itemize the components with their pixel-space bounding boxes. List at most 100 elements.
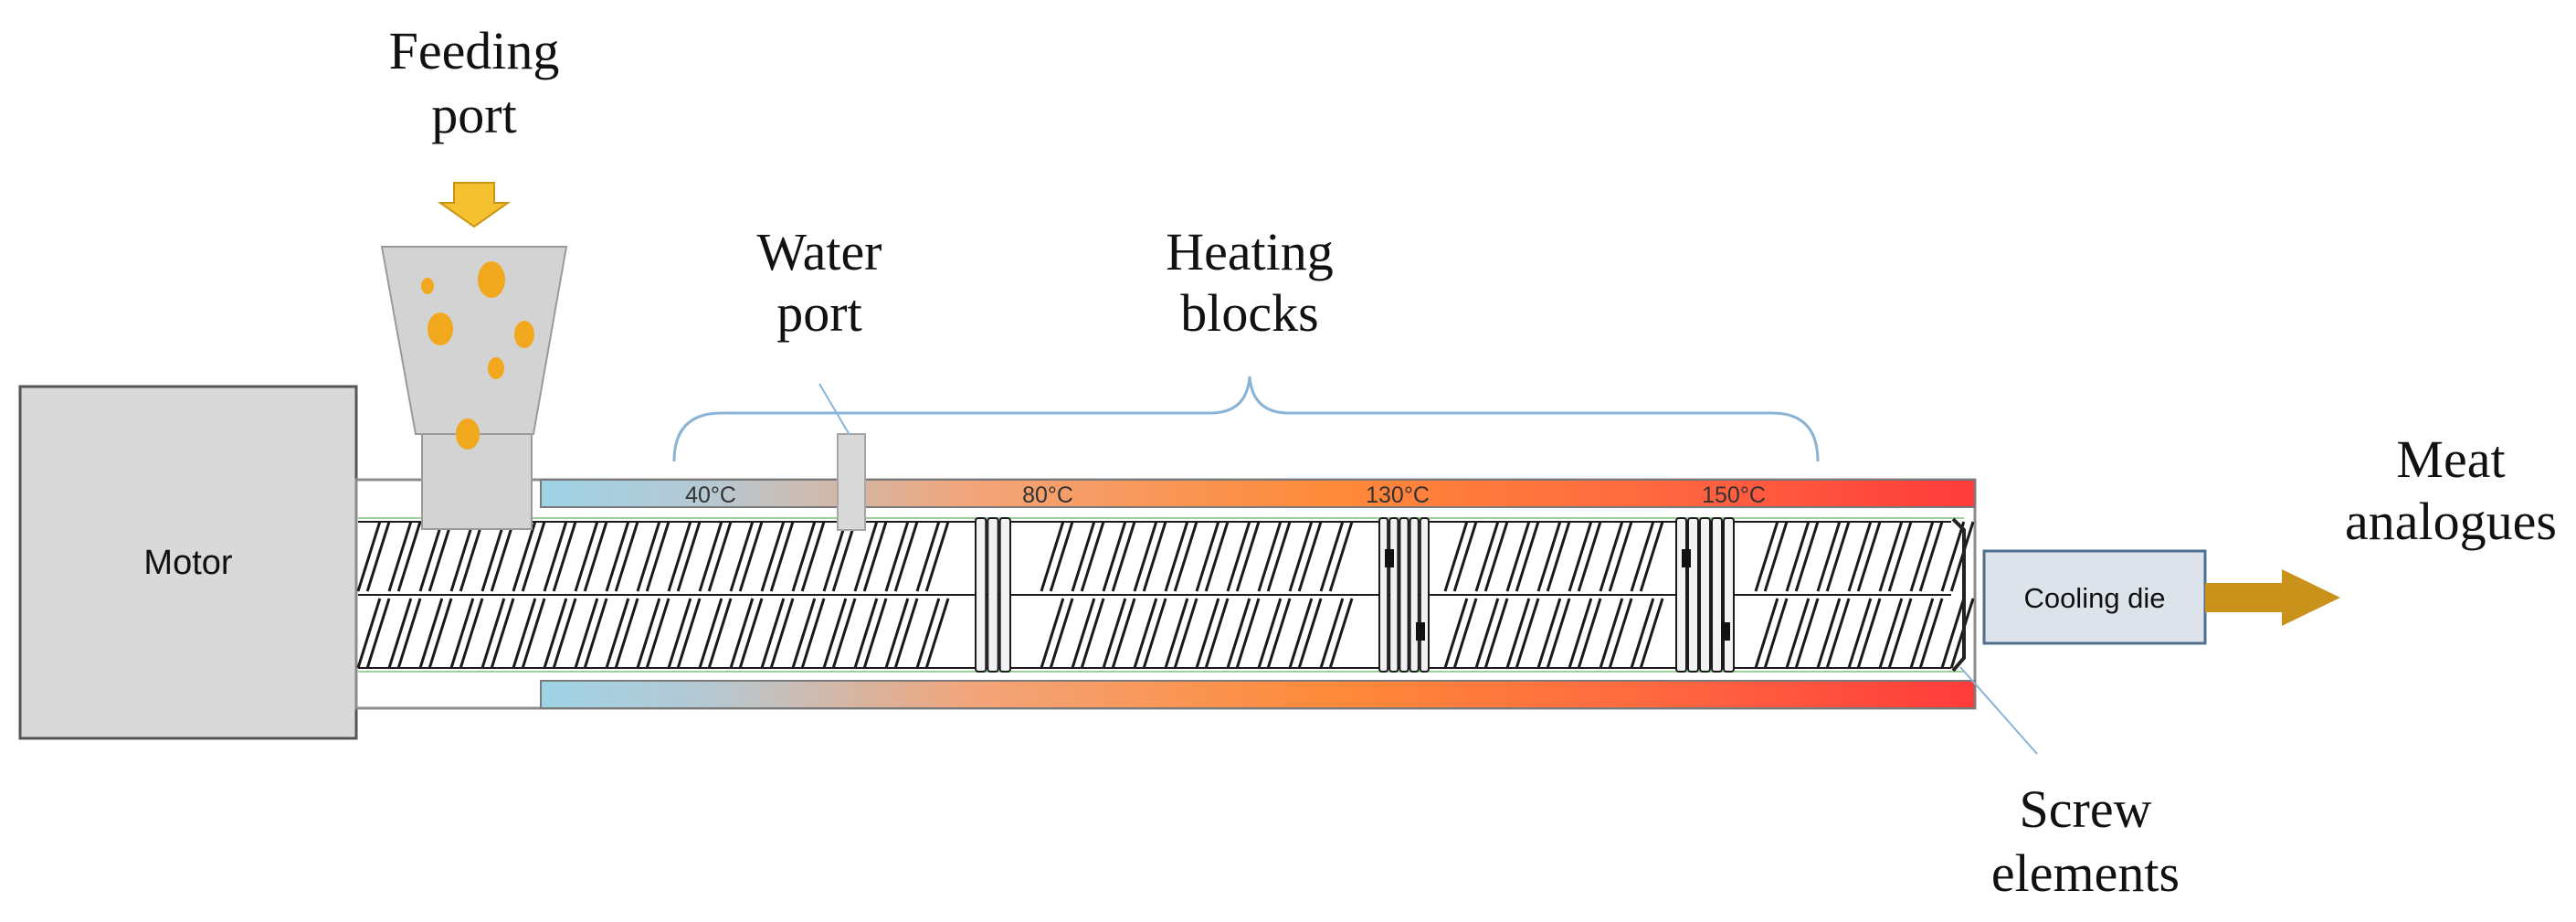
screw-flight: [1102, 598, 1136, 669]
kneading-disc: [998, 517, 1011, 673]
screw-flight: [760, 521, 795, 592]
screw-flight: [1257, 521, 1292, 592]
screw-flight: [729, 521, 764, 592]
kneading-disc: [1409, 517, 1420, 673]
screw-flight: [1474, 521, 1509, 592]
screw-flight: [1847, 521, 1882, 592]
screw-flight: [698, 598, 733, 669]
screw-flight: [543, 521, 577, 592]
screw-flight: [1443, 521, 1478, 592]
screw-flight: [1257, 598, 1292, 669]
screw-flight: [1816, 598, 1851, 669]
kneading-disc: [975, 517, 987, 673]
heating-blocks-bracket: [672, 376, 1820, 462]
screw-flight: [1288, 598, 1323, 669]
screw-flight: [480, 598, 515, 669]
screw-flight: [1040, 521, 1074, 592]
screw-flight: [636, 521, 670, 592]
screw-flight: [1443, 598, 1478, 669]
motor-label: Motor: [143, 544, 232, 582]
screw-flight: [915, 521, 950, 592]
screw-flight: [1133, 598, 1167, 669]
screw-elements-graphic: [356, 517, 1975, 673]
motor: Motor: [18, 385, 358, 740]
screw-flight: [667, 521, 702, 592]
screw-flight: [698, 521, 733, 592]
heating-band-top: [540, 479, 1976, 508]
screw-flight: [1040, 598, 1074, 669]
screw-flight: [418, 598, 453, 669]
screw-flight: [791, 598, 826, 669]
screw-flight: [853, 521, 888, 592]
water-port-label-line2: port: [776, 283, 861, 343]
water-port-label-line1: Water: [756, 222, 882, 281]
screw-flight: [1599, 598, 1633, 669]
screw-flight: [760, 598, 795, 669]
temperature-labels: 40°C 80°C 130°C 150°C: [685, 482, 1766, 508]
screw-flight: [1785, 598, 1820, 669]
screw-flight: [1319, 521, 1354, 592]
screw-flight: [884, 521, 919, 592]
screw-flight: [356, 598, 391, 669]
temp-zone-1: 40°C: [685, 482, 736, 508]
screw-flight: [1226, 521, 1261, 592]
screw-flight: [418, 521, 453, 592]
screw-flight: [729, 598, 764, 669]
kneading-disc: [1419, 517, 1431, 673]
screw-flight: [449, 521, 484, 592]
screw-flight: [884, 598, 919, 669]
heating-band-bottom: [540, 680, 1976, 709]
screw-flight: [636, 598, 670, 669]
screw-flight: [387, 521, 422, 592]
screw-flight: [791, 521, 826, 592]
water-port: [837, 433, 866, 531]
screw-flight: [915, 598, 950, 669]
meat-analogues-label-line2: analogues: [2345, 492, 2557, 551]
screw-flight: [1816, 521, 1851, 592]
kneading-disc: [1723, 517, 1735, 673]
screw-flight: [822, 521, 857, 592]
kneading-disc: [1687, 517, 1699, 673]
kneading-disc: [987, 517, 999, 673]
screw-flight: [667, 598, 702, 669]
kneading-disc: [1378, 517, 1389, 673]
screw-elements-leader: [1959, 666, 2038, 755]
screw-flight: [1754, 521, 1789, 592]
screw-flight: [574, 521, 608, 592]
cooling-die-label: Cooling die: [2023, 582, 2165, 614]
screw-flight: [1909, 598, 1944, 669]
kneading-disc: [1699, 517, 1711, 673]
screw-flight: [387, 598, 422, 669]
kneading-mark: [1682, 549, 1691, 567]
screw-flight: [1505, 598, 1540, 669]
screw-flight: [480, 521, 515, 592]
screw-flight: [1536, 598, 1571, 669]
temp-zone-2: 80°C: [1022, 482, 1073, 508]
screw-flight: [853, 598, 888, 669]
screw-flight: [1474, 598, 1509, 669]
heating-blocks-label-line1: Heating: [1166, 222, 1334, 281]
screw-flight: [1568, 521, 1602, 592]
screw-flight: [1071, 598, 1105, 669]
kneading-mark: [1721, 622, 1730, 641]
feed-granules: [421, 261, 534, 450]
screw-flight: [1288, 521, 1323, 592]
screw-flight: [449, 598, 484, 669]
screw-flight: [1878, 521, 1913, 592]
screw-flight: [1536, 521, 1571, 592]
screw-flight: [605, 598, 639, 669]
kneading-disc: [1388, 517, 1399, 673]
meat-analogues-label-line1: Meat: [2396, 429, 2505, 489]
screw-flight: [512, 521, 546, 592]
screw-flight: [1630, 521, 1664, 592]
screw-flight: [1319, 598, 1354, 669]
screw-flight: [1878, 598, 1913, 669]
kneading-disc: [1711, 517, 1723, 673]
feeding-hopper: [380, 246, 568, 530]
screw-flight: [1599, 521, 1633, 592]
screw-flight: [822, 598, 857, 669]
screw-flight: [1164, 598, 1198, 669]
temp-zone-4: 150°C: [1702, 482, 1766, 508]
screw-elements-label-line2: elements: [1991, 843, 2180, 903]
